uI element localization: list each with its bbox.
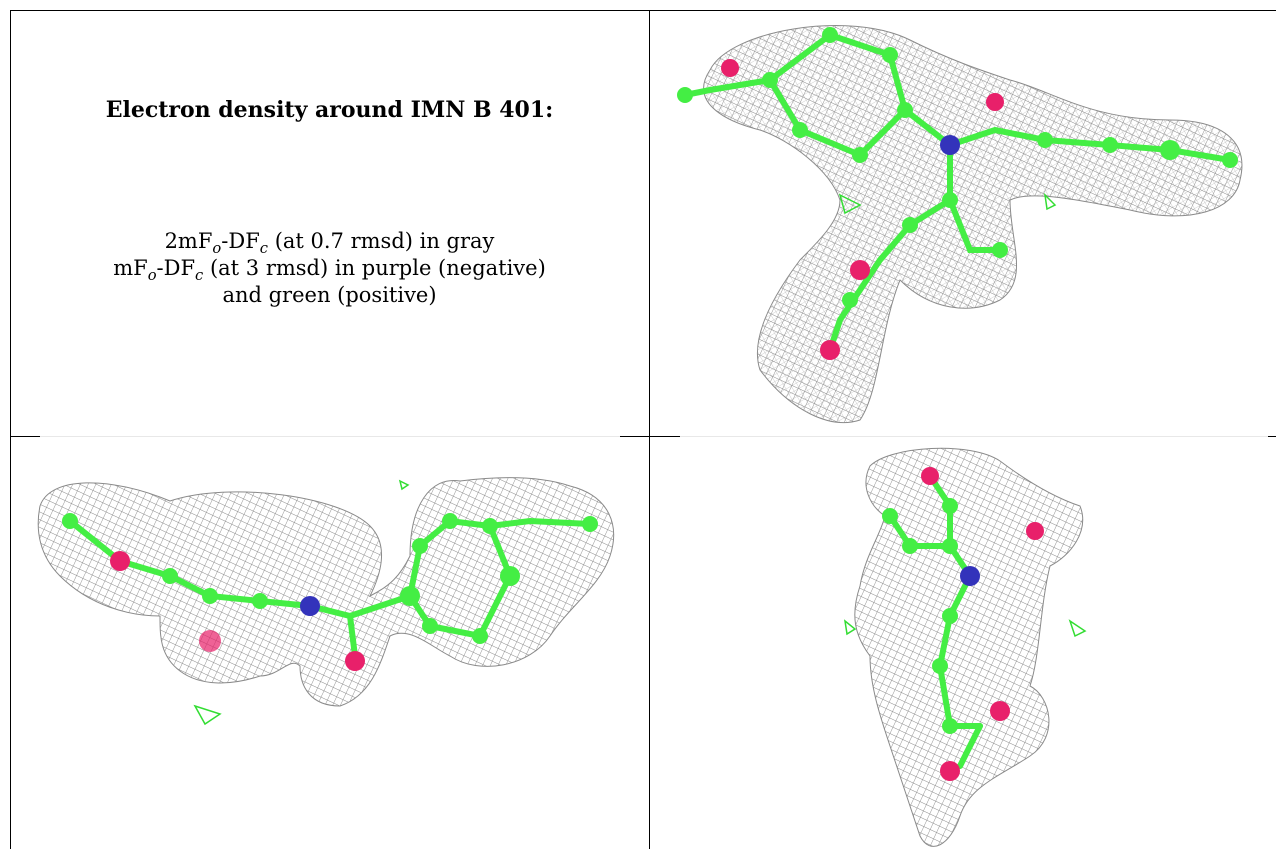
legend-line-colors: and green (positive) xyxy=(222,283,437,307)
atoms xyxy=(882,467,1044,781)
density-render-3 xyxy=(843,447,1087,847)
row-rule-center xyxy=(620,436,680,437)
atoms xyxy=(677,27,1238,360)
table-top-rule xyxy=(10,10,1276,11)
positive-difference-mesh xyxy=(838,192,1057,215)
positive-difference-mesh xyxy=(843,619,1087,638)
row-rule-left xyxy=(10,436,40,437)
caption-legend: 2mFo-DFc (at 0.7 rmsd) in gray mFo-DFc (… xyxy=(10,228,649,309)
figure-grid: Electron density around IMN B 401: 2mFo-… xyxy=(10,10,1276,849)
density-view-bottom-right xyxy=(650,436,1276,849)
density-render-2 xyxy=(37,477,615,726)
legend-line-fofc: mFo-DFc (at 3 rmsd) in purple (negative) xyxy=(113,256,546,285)
table-middle-rule xyxy=(649,10,650,849)
caption-title: Electron density around IMN B 401: xyxy=(105,97,554,123)
caption: Electron density around IMN B 401: 2mFo-… xyxy=(10,10,649,435)
atoms xyxy=(62,513,598,671)
caption-cell: Electron density around IMN B 401: 2mFo-… xyxy=(10,10,649,435)
row-rule-right xyxy=(1268,436,1276,437)
density-mesh xyxy=(37,477,615,707)
density-view-bottom-left xyxy=(10,436,649,849)
density-view-top-right xyxy=(650,10,1276,435)
legend-line-2fofc: 2mFo-DFc (at 0.7 rmsd) in gray xyxy=(164,229,495,258)
positive-difference-mesh xyxy=(193,479,410,726)
density-mesh xyxy=(854,447,1084,847)
table-left-rule xyxy=(10,10,11,849)
density-render-1 xyxy=(677,25,1243,424)
